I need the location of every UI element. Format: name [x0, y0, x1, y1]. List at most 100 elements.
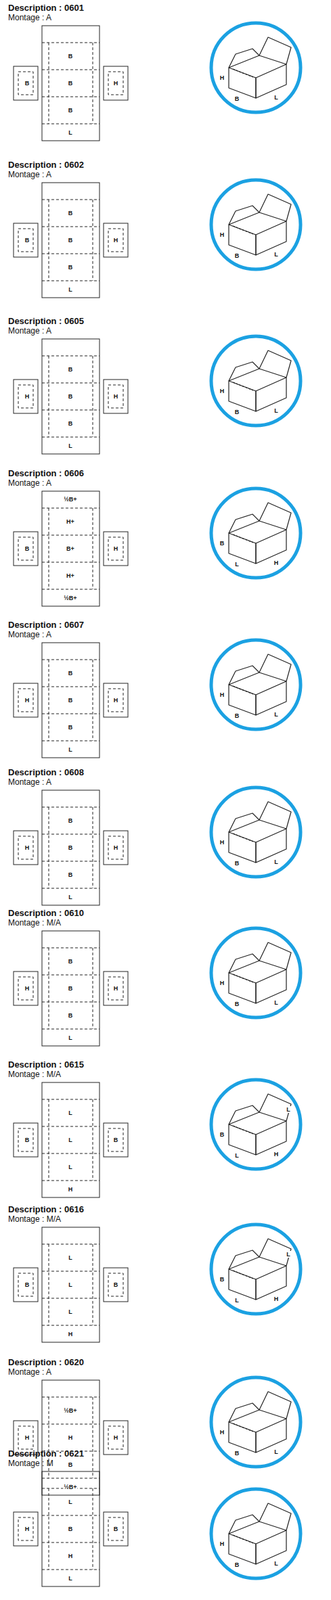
dimension-letter: L: [67, 286, 74, 294]
description-title: Description : 0602: [8, 159, 84, 170]
dimension-letter: H: [219, 74, 226, 82]
montage-note: Montage : M/A: [8, 918, 61, 929]
dimension-letter: B: [24, 1137, 31, 1144]
dimension-letter: B: [67, 871, 74, 879]
montage-note: Montage : A: [8, 630, 52, 640]
die-line: [13, 491, 128, 607]
dimension-letter: B: [67, 985, 74, 993]
description-title: Description : 0616: [8, 1204, 84, 1216]
dimension-letter: L: [273, 1449, 279, 1456]
montage-note: Montage : A: [8, 777, 52, 788]
dimension-letter: B: [67, 724, 74, 732]
dimension-letter: ½B+: [62, 1407, 78, 1415]
dimension-letter: B: [67, 1012, 74, 1020]
dimension-letter: L: [67, 1164, 74, 1172]
box-view: [211, 787, 301, 878]
dimension-letter: L: [273, 858, 279, 866]
dimension-letter: H: [273, 1296, 280, 1304]
dimension-letter: H: [219, 839, 226, 847]
box-view: [211, 1489, 301, 1580]
dimension-letter: B: [67, 236, 74, 244]
montage-note: Montage : A: [8, 12, 52, 23]
dimension-letter: B: [67, 79, 74, 87]
description-title: Description : 0615: [8, 1060, 84, 1071]
description-title: Description : 0601: [8, 2, 84, 13]
die-line: [13, 1472, 128, 1588]
dimension-letter: H: [273, 1151, 280, 1159]
description-title: Description : 0608: [8, 767, 84, 778]
die-line: [13, 339, 128, 455]
box-view: [211, 640, 301, 730]
dimension-letter: H: [67, 1186, 74, 1194]
dimension-letter: H: [67, 1435, 74, 1442]
dimension-letter: B: [219, 1276, 226, 1284]
dimension-letter: L: [273, 999, 279, 1007]
dimension-letter: B+: [65, 545, 76, 553]
dimension-letter: B: [24, 236, 31, 244]
montage-note: Montage : M/A: [8, 1215, 61, 1225]
dimension-letter: H: [24, 1435, 31, 1442]
dimension-letter: H: [24, 985, 31, 993]
dimension-letter: H: [273, 559, 280, 567]
description-title: Description : 0607: [8, 620, 84, 631]
dimension-letter: H: [67, 1331, 74, 1339]
die-line: [13, 931, 128, 1047]
dimension-letter: L: [67, 894, 74, 901]
dimension-letter: L: [273, 1560, 279, 1568]
dimension-letter: L: [285, 1106, 292, 1114]
dimension-letter: B: [67, 697, 74, 704]
montage-note: Montage : A: [8, 326, 52, 336]
dimension-letter: B: [219, 540, 226, 547]
dimension-letter: B: [24, 545, 31, 553]
dimension-letter: L: [67, 1110, 74, 1117]
dimension-letter: L: [234, 561, 240, 568]
dimension-letter: ½B+: [62, 496, 78, 503]
box-view: [211, 1225, 301, 1315]
dimension-letter: L: [67, 442, 74, 450]
dimension-letter: H: [24, 393, 31, 401]
dimension-letter: B: [67, 263, 74, 271]
dimension-letter: L: [67, 746, 74, 754]
dimension-letter: L: [273, 94, 279, 101]
box-view: [211, 336, 301, 426]
dimension-letter: H: [113, 1435, 120, 1442]
dimension-letter: L: [67, 1034, 74, 1042]
die-line: [13, 25, 128, 141]
dimension-letter: H: [113, 79, 120, 87]
dimension-letter: H: [24, 697, 31, 704]
box-view: [211, 1080, 301, 1170]
dimension-letter: B: [67, 106, 74, 114]
dimension-letter: H: [219, 231, 226, 239]
dimension-letter: B: [234, 712, 241, 720]
die-line: [13, 1380, 128, 1496]
dimension-letter: H: [24, 1526, 31, 1534]
die-line: [13, 1227, 128, 1343]
dimension-letter: B: [67, 844, 74, 852]
dimension-letter: H: [24, 844, 31, 852]
dimension-letter: B: [234, 95, 241, 103]
dimension-letter: B: [219, 1131, 226, 1139]
dimension-letter: L: [67, 1137, 74, 1144]
dimension-letter: B: [234, 1562, 241, 1570]
dimension-letter: H: [113, 697, 120, 704]
dimension-letter: H: [219, 691, 226, 699]
dimension-letter: B: [67, 817, 74, 825]
description-title: Description : 0610: [8, 908, 84, 919]
dimension-letter: L: [234, 1297, 240, 1305]
dimension-letter: B: [24, 1282, 31, 1289]
box-view: [211, 1378, 301, 1468]
dimension-letter: L: [67, 1309, 74, 1316]
die-line: [13, 643, 128, 759]
dimension-letter: B: [67, 52, 74, 60]
dimension-letter: B: [113, 1282, 120, 1289]
dimension-letter: H+: [65, 572, 76, 580]
montage-note: Montage : M/A: [8, 1070, 61, 1080]
dimension-letter: B: [113, 1526, 120, 1534]
box-view: [211, 928, 301, 1019]
box-view: [211, 488, 301, 579]
dimension-letter: B: [67, 393, 74, 401]
box-view: [211, 180, 301, 270]
dimension-letter: L: [273, 711, 279, 719]
dimension-letter: B: [234, 1450, 241, 1458]
box-view: [211, 23, 301, 113]
